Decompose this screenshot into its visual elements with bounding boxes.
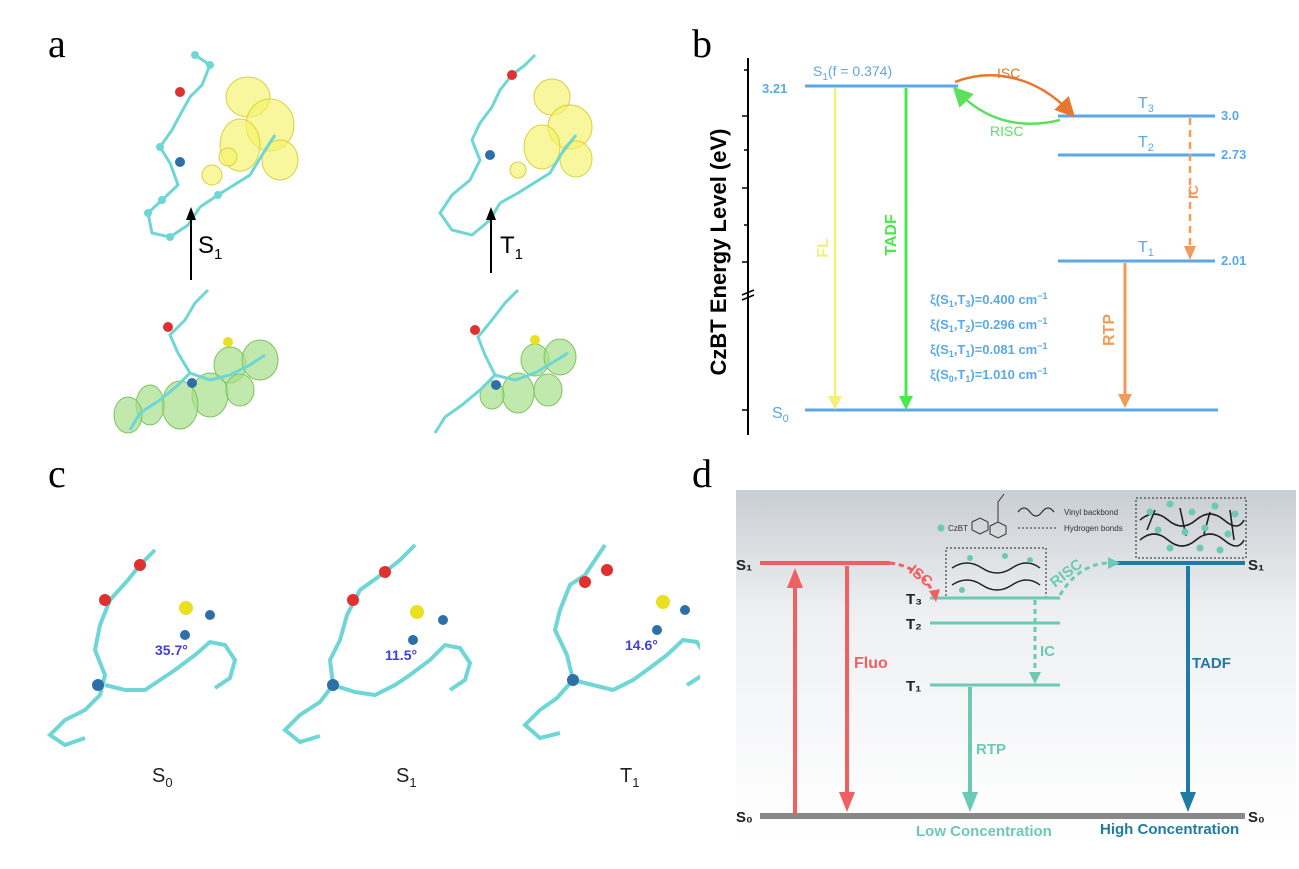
t2-label: T2 — [1138, 134, 1154, 154]
t1-value: 2.01 — [1221, 253, 1246, 268]
state-label-s1: S1 — [396, 765, 417, 790]
dihedral-angle-s1: 11.5° — [385, 647, 417, 663]
soc-item: ξ(S0,T1)=1.010 cm−1 — [930, 366, 1048, 384]
molecule-c-t1 — [525, 545, 700, 738]
panel-b-ylabel: CzBT Energy Level (eV) — [706, 129, 731, 376]
d-s0-left-label: S₀ — [736, 809, 753, 826]
state-label-s0: S0 — [152, 765, 173, 790]
panel-a-figure — [100, 35, 700, 455]
d-s1-right-label: S₁ — [1248, 557, 1264, 574]
fl-label: FL — [815, 238, 832, 258]
high-concentration-label: High Concentration — [1100, 821, 1239, 838]
legend-czbt: CzBT — [948, 524, 968, 533]
molecule-a-right-top — [440, 55, 592, 235]
tick-label-321: 3.21 — [762, 81, 787, 96]
molecule-a-right-bottom — [435, 290, 576, 433]
t3-label: T3 — [1138, 95, 1154, 115]
soc-list: ξ(S1,T3)=0.400 cm−1 ξ(S1,T2)=0.296 cm−1 … — [930, 291, 1048, 384]
panel-a-right-arrow-label: T1 — [500, 232, 523, 263]
d-s0-right-label: S₀ — [1248, 809, 1265, 826]
d-fluo-label: Fluo — [854, 655, 888, 672]
panel-a-letter: a — [48, 20, 66, 67]
d-t2-label: T₂ — [906, 616, 922, 633]
soc-item: ξ(S1,T2)=0.296 cm−1 — [930, 316, 1048, 334]
low-concentration-label: Low Concentration — [916, 823, 1052, 840]
t3-value: 3.0 — [1221, 108, 1239, 123]
molecule-a-left-top — [144, 51, 298, 241]
risc-arrow — [958, 92, 1060, 124]
d-ic-label: IC — [1040, 643, 1055, 660]
legend-czbt-dot — [938, 525, 945, 532]
soc-item: ξ(S1,T1)=0.081 cm−1 — [930, 341, 1048, 359]
state-label-t1: T1 — [620, 765, 639, 790]
t2-value: 2.73 — [1221, 147, 1246, 162]
d-t3-label: T₃ — [906, 591, 922, 608]
legend-vinyl: Vinyl backbond — [1064, 508, 1118, 517]
tadf-label: TADF — [883, 214, 900, 256]
panel-b-energy-diagram: CzBT Energy Level (eV) 3.21 S1(f = 0.374… — [700, 40, 1299, 440]
panel-c-geometries: 35.7° 11.5° 14.6° — [10, 530, 700, 760]
molecule-c-s1 — [285, 545, 470, 742]
s0-label: S0 — [772, 405, 789, 425]
d-s1-left-label: S₁ — [736, 557, 752, 574]
panel-a-left-arrow-label: S1 — [198, 232, 222, 263]
molecule-a-left-bottom — [114, 290, 278, 433]
legend-hbond: Hydrogen bonds — [1064, 524, 1123, 533]
dihedral-angle-t1: 14.6° — [625, 637, 658, 653]
d-tadf-label: TADF — [1192, 655, 1231, 672]
isc-label: ISC — [997, 65, 1020, 81]
d-rtp-label: RTP — [976, 741, 1006, 758]
risc-label: RISC — [990, 123, 1023, 139]
rtp-label: RTP — [1101, 314, 1118, 346]
d-t1-label: T₁ — [906, 678, 921, 695]
dihedral-angle-s0: 35.7° — [155, 642, 188, 658]
ic-label: IC — [1185, 185, 1201, 199]
panel-d-diagram: CzBT Vinyl backbond Hydrogen bonds — [700, 490, 1299, 850]
s1-label: S1(f = 0.374) — [813, 63, 892, 83]
t1-label: T1 — [1138, 239, 1154, 259]
panel-c-letter: c — [48, 450, 66, 497]
soc-item: ξ(S1,T3)=0.400 cm−1 — [930, 291, 1048, 309]
molecule-c-s0 — [50, 550, 235, 745]
